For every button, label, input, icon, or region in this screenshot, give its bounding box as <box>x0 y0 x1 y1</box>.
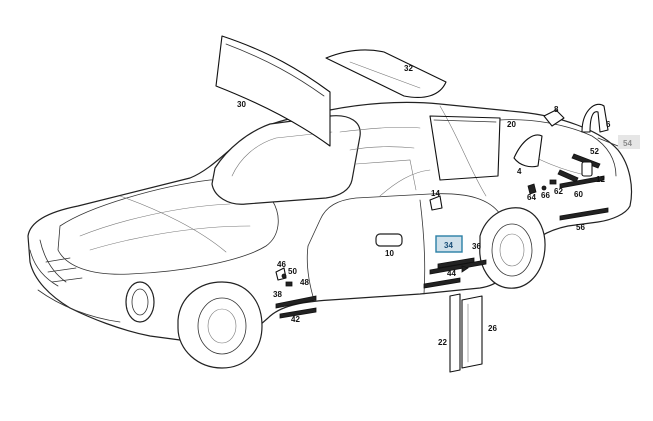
callout-4: 4 <box>517 167 522 176</box>
callout-26: 26 <box>488 324 497 333</box>
callout-52: 52 <box>590 147 599 156</box>
callout-34: 34 <box>444 241 453 250</box>
callout-6: 6 <box>606 120 611 129</box>
part-64-clip <box>527 183 537 195</box>
callout-labels: 30 32 8 6 54 20 52 4 12 62 66 64 60 14 5… <box>237 64 640 347</box>
callout-42: 42 <box>291 315 300 324</box>
part-20-rear-window-seal <box>429 115 501 181</box>
part-62-clip <box>549 179 557 185</box>
callout-50: 50 <box>288 267 297 276</box>
part-14-latch <box>429 195 443 211</box>
callout-44: 44 <box>447 269 456 278</box>
callout-46: 46 <box>277 260 286 269</box>
part-56-sill-trim <box>559 207 609 221</box>
part-32-roof-lining <box>325 49 447 99</box>
part-38-sill-strip <box>275 295 317 309</box>
callout-62: 62 <box>554 187 563 196</box>
part-26-door-panel <box>461 295 483 369</box>
callout-36: 36 <box>472 242 481 251</box>
callout-32: 32 <box>404 64 413 73</box>
part-30-roof-panel <box>215 35 331 147</box>
part-4-quarter-panel <box>513 134 543 168</box>
car-body <box>27 101 633 369</box>
callout-64: 64 <box>527 193 536 202</box>
callout-38: 38 <box>273 290 282 299</box>
callout-8: 8 <box>554 105 559 114</box>
part-54-strip <box>597 137 619 147</box>
part-44-trim-strip <box>423 265 469 289</box>
callout-12: 12 <box>596 175 605 184</box>
callout-56: 56 <box>576 223 585 232</box>
callout-34-highlight <box>435 235 463 253</box>
callout-20: 20 <box>507 120 516 129</box>
callout-66: 66 <box>541 191 550 200</box>
callout-54-box <box>618 135 640 149</box>
part-22-door-seal <box>449 293 461 373</box>
callout-10: 10 <box>385 249 394 258</box>
callout-60: 60 <box>574 190 583 199</box>
callout-14: 14 <box>431 189 440 198</box>
part-42-sill-strip <box>279 307 317 319</box>
part-36-trim-strip <box>429 259 487 275</box>
part-48-clip <box>285 281 293 287</box>
callout-48: 48 <box>300 278 309 287</box>
part-60-strip <box>559 175 605 189</box>
part-8-bracket <box>543 109 565 127</box>
part-6-arch-seal <box>581 103 609 133</box>
part-66-screw <box>541 185 547 191</box>
part-12-clip <box>581 161 593 177</box>
callout-22: 22 <box>438 338 447 347</box>
part-50-clip <box>281 273 287 279</box>
callout-54: 54 <box>623 139 632 148</box>
callout-30: 30 <box>237 100 246 109</box>
